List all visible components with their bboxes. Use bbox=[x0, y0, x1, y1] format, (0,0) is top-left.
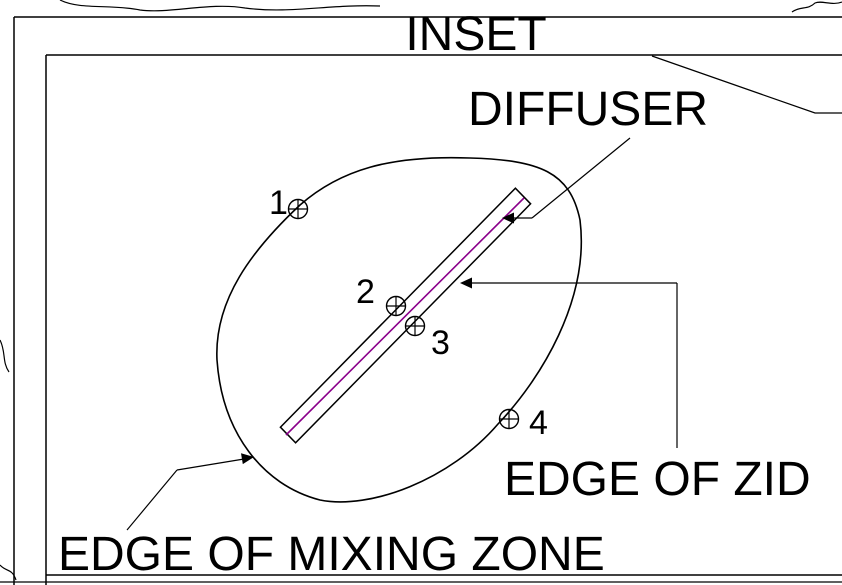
map-coastline-top-right bbox=[791, 1, 842, 13]
map-coastline-top bbox=[59, 0, 381, 12]
map-coastline-bottom-left bbox=[0, 564, 17, 581]
station-1: 1 bbox=[269, 184, 309, 222]
station-label: 4 bbox=[529, 404, 548, 442]
inset-frame-outer bbox=[13, 16, 842, 585]
edge-zid-leader-arrow bbox=[460, 277, 678, 448]
inset-title: INSET bbox=[405, 8, 546, 61]
diffuser-label: DIFFUSER bbox=[468, 83, 708, 136]
map-coastline-left bbox=[0, 339, 10, 373]
station-label: 3 bbox=[431, 324, 450, 362]
station-label: 2 bbox=[356, 273, 375, 311]
station-3: 3 bbox=[404, 315, 450, 362]
diffuser-pipe bbox=[279, 187, 532, 444]
edge-mixing-zone-leader-arrow bbox=[126, 453, 254, 531]
edge-mixing-zone-label: EDGE OF MIXING ZONE bbox=[58, 528, 605, 581]
inset-leader-line bbox=[651, 55, 842, 114]
inset-frame-inner bbox=[45, 54, 842, 585]
station-2: 2 bbox=[356, 273, 407, 317]
mixing-zone-boundary bbox=[216, 156, 582, 503]
diffuser-leader-arrow bbox=[502, 137, 631, 224]
station-4: 4 bbox=[498, 404, 548, 442]
edge-zid-label: EDGE OF ZID bbox=[504, 453, 811, 506]
station-label: 1 bbox=[269, 184, 288, 222]
diffuser-centerline bbox=[285, 197, 525, 436]
